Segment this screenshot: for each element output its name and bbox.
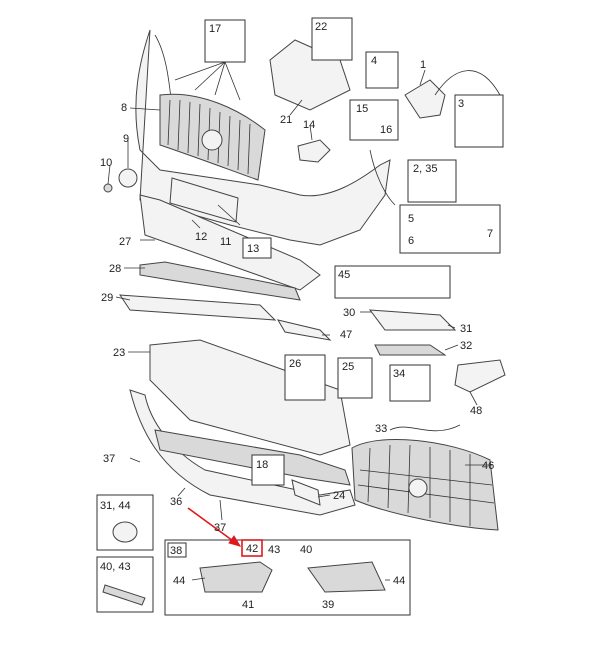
clip-10: [103, 183, 113, 193]
label-48: 48: [470, 405, 482, 417]
label-25: 25: [342, 361, 354, 373]
fog-trim-left-41: [199, 561, 273, 593]
absorber-29: [119, 294, 277, 321]
box-45: [334, 265, 451, 299]
label-33: 33: [375, 423, 387, 435]
license-plate-holder: [169, 177, 239, 223]
bracket-1: [404, 79, 446, 119]
label-17: 17: [209, 23, 221, 35]
box-5-6-7: [399, 204, 501, 254]
label-16: 16: [380, 124, 392, 136]
label-23: 23: [113, 347, 125, 359]
label-26: 26: [289, 358, 301, 370]
label-12: 12: [195, 231, 207, 243]
box-40-43: [96, 556, 154, 613]
label-22: 22: [315, 21, 327, 33]
label-15: 15: [356, 103, 368, 115]
harness-33: [389, 424, 461, 432]
clip-18-box: [251, 454, 285, 486]
grille-upper: [159, 93, 266, 181]
label-44b: 44: [393, 575, 405, 587]
box-17: [204, 19, 246, 63]
box-13: [242, 237, 272, 259]
emblem: [118, 168, 138, 188]
label-45: 45: [338, 269, 350, 281]
part-40-43: [102, 584, 146, 606]
box-22: [311, 17, 353, 61]
highlight-box-42: [241, 539, 263, 557]
label-42: 42: [246, 543, 258, 555]
label-8: 8: [121, 102, 127, 114]
label-7: 7: [487, 228, 493, 240]
sensor-14: [297, 139, 331, 163]
label-47: 47: [340, 329, 352, 341]
label-18: 18: [256, 459, 268, 471]
strip-24: [291, 479, 321, 506]
strip-47: [276, 319, 332, 341]
label-27: 27: [119, 236, 131, 248]
box-4: [365, 51, 399, 89]
part-31-44: [112, 521, 138, 543]
label-39: 39: [322, 599, 334, 611]
label-24: 24: [333, 490, 345, 502]
label-10: 10: [100, 157, 112, 169]
label-4: 4: [371, 55, 377, 67]
right-lamp-trim: [369, 149, 396, 206]
box-38-tag: [167, 542, 187, 558]
label-5: 5: [408, 213, 414, 225]
label-28: 28: [109, 263, 121, 275]
label-32: 32: [460, 340, 472, 352]
label-1: 1: [420, 59, 426, 71]
box-25: [337, 357, 373, 399]
lamp-bracket-32: [374, 344, 447, 356]
absorber-27: [139, 194, 321, 291]
label-36: 36: [170, 496, 182, 508]
label-11: 11: [220, 236, 231, 248]
lamp-trim-31: [368, 309, 457, 331]
label-29: 29: [101, 292, 113, 304]
fog-lamp-48: [454, 359, 506, 393]
label-3: 3: [458, 98, 464, 110]
label-9: 9: [123, 133, 129, 145]
label-6: 6: [408, 235, 414, 247]
label-44a: 44: [173, 575, 185, 587]
label-31-44: 31, 44: [100, 500, 131, 512]
box-26: [284, 354, 326, 401]
label-2-35: 2, 35: [413, 163, 437, 175]
harness-1: [434, 70, 501, 96]
box-2-35: [407, 159, 457, 203]
label-46: 46: [482, 460, 494, 472]
label-14: 14: [303, 119, 315, 131]
label-43: 43: [268, 544, 280, 556]
leader-lines: [107, 61, 492, 581]
absorber-28: [139, 261, 301, 301]
label-37b: 37: [214, 522, 226, 534]
lower-grille-46: [351, 439, 499, 531]
label-38: 38: [170, 545, 182, 557]
highlight-arrowhead: [228, 535, 242, 547]
label-34: 34: [393, 368, 405, 380]
lower-carrier-23: [149, 339, 351, 456]
label-40: 40: [300, 544, 312, 556]
box-15-16: [349, 99, 399, 141]
label-21: 21: [280, 114, 292, 126]
label-37a: 37: [103, 453, 115, 465]
label-40-43: 40, 43: [100, 561, 131, 573]
label-31: 31: [460, 323, 472, 335]
box-3: [454, 94, 504, 148]
box-34: [389, 364, 431, 402]
fog-trim-right-39: [307, 561, 386, 593]
label-30: 30: [343, 307, 355, 319]
label-41: 41: [242, 599, 254, 611]
label-13: 13: [247, 243, 259, 255]
